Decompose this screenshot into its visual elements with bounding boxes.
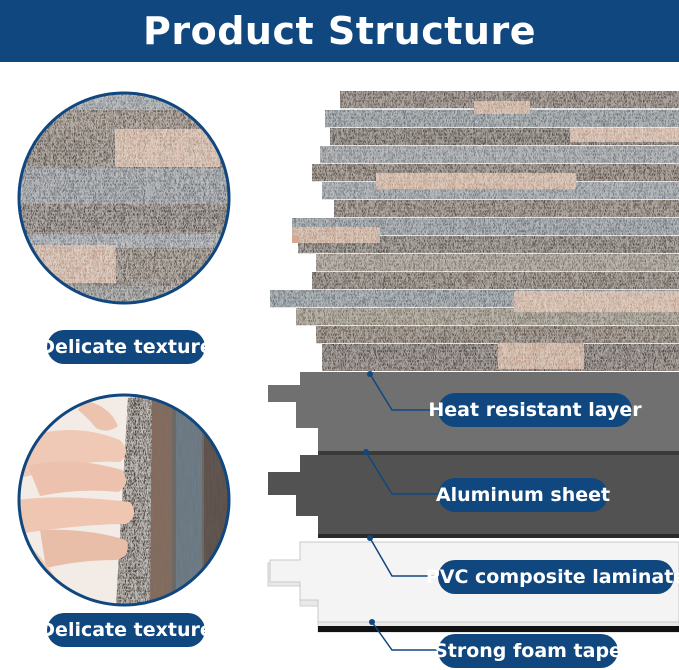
tile-panel (270, 91, 679, 371)
leader-lines (365, 373, 440, 651)
texture-label-top: Delicate texture (39, 330, 213, 364)
leader-dots (363, 371, 375, 625)
page-title: Product Structure (143, 9, 536, 53)
header-banner: Product Structure (0, 0, 679, 62)
peel-closeup-bottom (17, 393, 231, 607)
strong-foam-tape-label: Strong foam tape (434, 634, 622, 668)
texture-closeup-top (17, 91, 231, 305)
texture-label-bottom: Delicate texture (39, 613, 213, 647)
pvc-composite-laminate-label: PVC composite laminate (426, 560, 679, 594)
aluminum-sheet-label: Aluminum sheet (436, 478, 610, 512)
heat-resistant-layer-label: Heat resistant layer (428, 393, 642, 427)
